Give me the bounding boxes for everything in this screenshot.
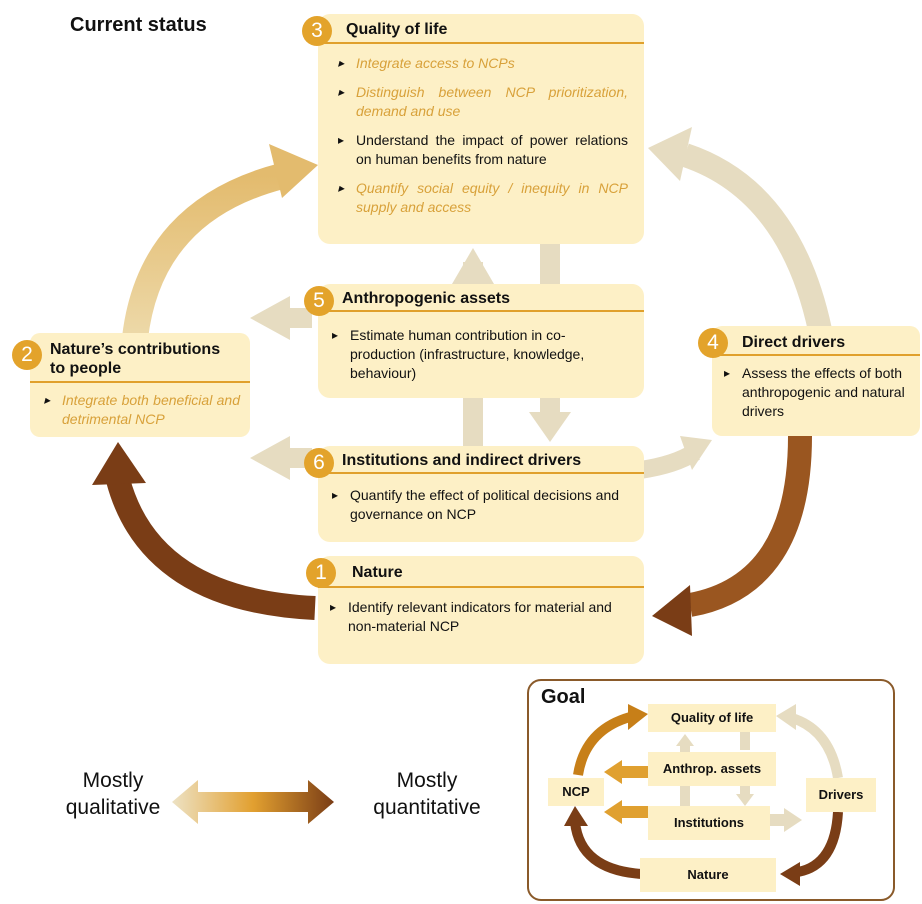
goal-drivers: Drivers	[806, 778, 876, 812]
arrow-drivers-to-nature-head	[652, 585, 692, 636]
ncp-item: Integrate both beneficial and detrimenta…	[42, 391, 240, 429]
arrow-drivers-to-quality-head	[648, 127, 692, 181]
quality-item-1: Integrate access to NCPs	[336, 54, 628, 73]
nature-box: Nature Identify relevant indicators for …	[318, 556, 644, 664]
goal-nature: Nature	[640, 858, 776, 892]
arrow-anthro-up-head	[452, 248, 494, 284]
goal-institutions: Institutions	[648, 806, 770, 840]
arrow-anthro-inst-up-shaft	[463, 398, 483, 448]
ncp-title-line2: to people	[50, 360, 122, 377]
badge-3: 3	[302, 16, 332, 46]
anthropogenic-assets-box: Anthropogenic assets Estimate human cont…	[318, 284, 644, 398]
goal-anthrop-assets: Anthrop. assets	[648, 752, 776, 786]
ncp-title-line1: Nature’s contributions	[50, 341, 221, 358]
institutions-item: Quantify the effect of political decisio…	[330, 486, 630, 524]
direct-drivers-box: Direct drivers Assess the effects of bot…	[712, 326, 920, 436]
scale-right-line2: quantitative	[373, 796, 481, 819]
ncp-box: Nature’s contributions to people Integra…	[30, 333, 250, 437]
scale-left-line2: qualitative	[65, 796, 161, 819]
goal-quality-of-life: Quality of life	[648, 704, 776, 732]
direct-drivers-item: Assess the effects of both anthropogenic…	[722, 364, 912, 421]
quality-of-life-title: Quality of life	[346, 21, 448, 38]
anthropogenic-title: Anthropogenic assets	[342, 290, 511, 307]
anthropogenic-item: Estimate human contribution in co-produc…	[330, 326, 630, 383]
badge-5: 5	[304, 286, 334, 316]
goal-ncp: NCP	[548, 778, 604, 806]
arrow-quality-down-shaft	[540, 244, 560, 284]
arrow-nature-to-ncp	[106, 476, 316, 620]
quality-item-3: Understand the impact of power relations…	[336, 131, 628, 169]
arrow-ncp-to-quality	[122, 163, 286, 340]
arrow-anthro-left-head	[250, 296, 290, 340]
nature-title: Nature	[352, 564, 403, 581]
badge-1: 1	[306, 558, 336, 588]
scale-left-line1: Mostly	[82, 769, 144, 792]
current-status-title: Current status	[70, 14, 207, 36]
arrow-drivers-to-quality	[681, 143, 832, 333]
arrow-drivers-to-nature	[687, 435, 812, 617]
institutions-box: Institutions and indirect drivers Quanti…	[318, 446, 644, 542]
scale-left-label: Mostly qualitative	[52, 767, 174, 821]
direct-drivers-title: Direct drivers	[742, 334, 846, 351]
arrow-nature-to-ncp-head	[92, 442, 146, 485]
arrow-inst-left-head	[250, 436, 290, 480]
institutions-title: Institutions and indirect drivers	[342, 452, 582, 469]
goal-title: Goal	[541, 686, 586, 708]
quality-item-2: Distinguish between NCP prioritization, …	[336, 83, 628, 121]
arrow-inst-to-drivers-head	[680, 436, 712, 470]
scale-right-line1: Mostly	[396, 769, 458, 792]
badge-4: 4	[698, 328, 728, 358]
arrow-anthro-inst-down-head	[529, 412, 571, 442]
scale-right-label: Mostly quantitative	[354, 767, 500, 821]
badge-2: 2	[12, 340, 42, 370]
quality-item-4: Quantify social equity / inequity in NCP…	[336, 179, 628, 217]
badge-6: 6	[304, 448, 334, 478]
arrow-ncp-to-quality-head	[269, 144, 318, 198]
nature-item: Identify relevant indicators for materia…	[328, 598, 628, 636]
quality-of-life-box: Quality of life Integrate access to NCPs…	[318, 14, 644, 244]
